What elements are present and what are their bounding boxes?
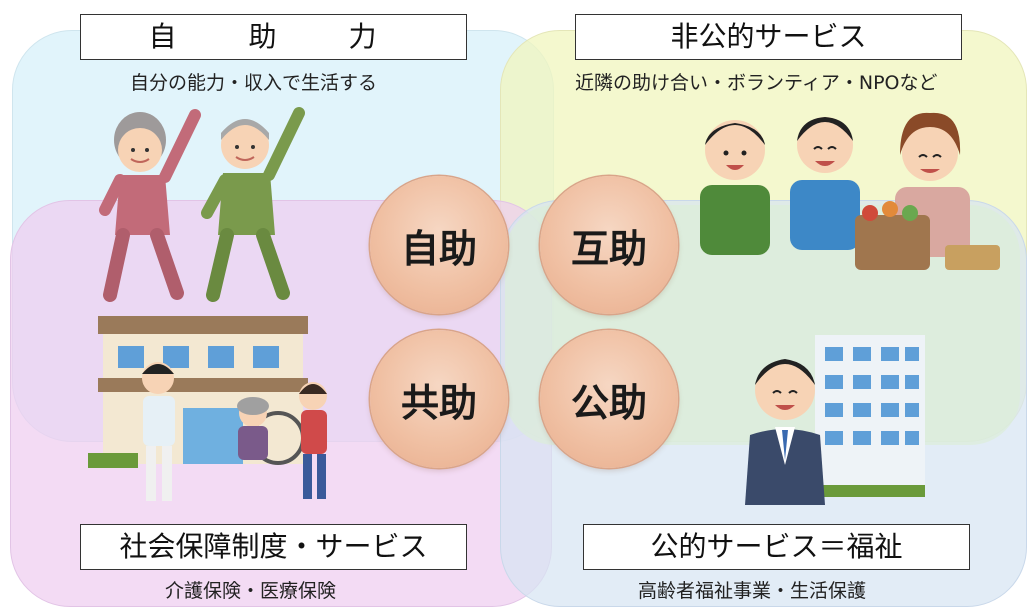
community-subtitle: 介護保険・医療保険 <box>165 580 337 602</box>
circle-gojo: 互助 <box>540 176 678 314</box>
circle-kojo: 公助 <box>540 330 678 468</box>
neighbors-illustration <box>700 112 1000 270</box>
circle-kyojo: 共助 <box>370 330 508 468</box>
mutual-help-subtitle: 近隣の助け合い・ボランティア・NPOなど <box>575 72 938 94</box>
public-help-title: 公的サービス＝福祉 <box>583 524 970 570</box>
circle-jijo: 自助 <box>370 176 508 314</box>
public-help-subtitle: 高齢者福祉事業・生活保護 <box>638 580 867 602</box>
elderly-exercise-illustration <box>99 107 305 302</box>
self-help-title: 自 助 力 <box>80 14 467 60</box>
care-facility-illustration <box>88 316 327 501</box>
self-help-subtitle: 自分の能力・収入で生活する <box>130 72 378 94</box>
mutual-help-title: 非公的サービス <box>575 14 962 60</box>
public-official-illustration <box>745 335 925 505</box>
community-title: 社会保障制度・サービス <box>80 524 467 570</box>
